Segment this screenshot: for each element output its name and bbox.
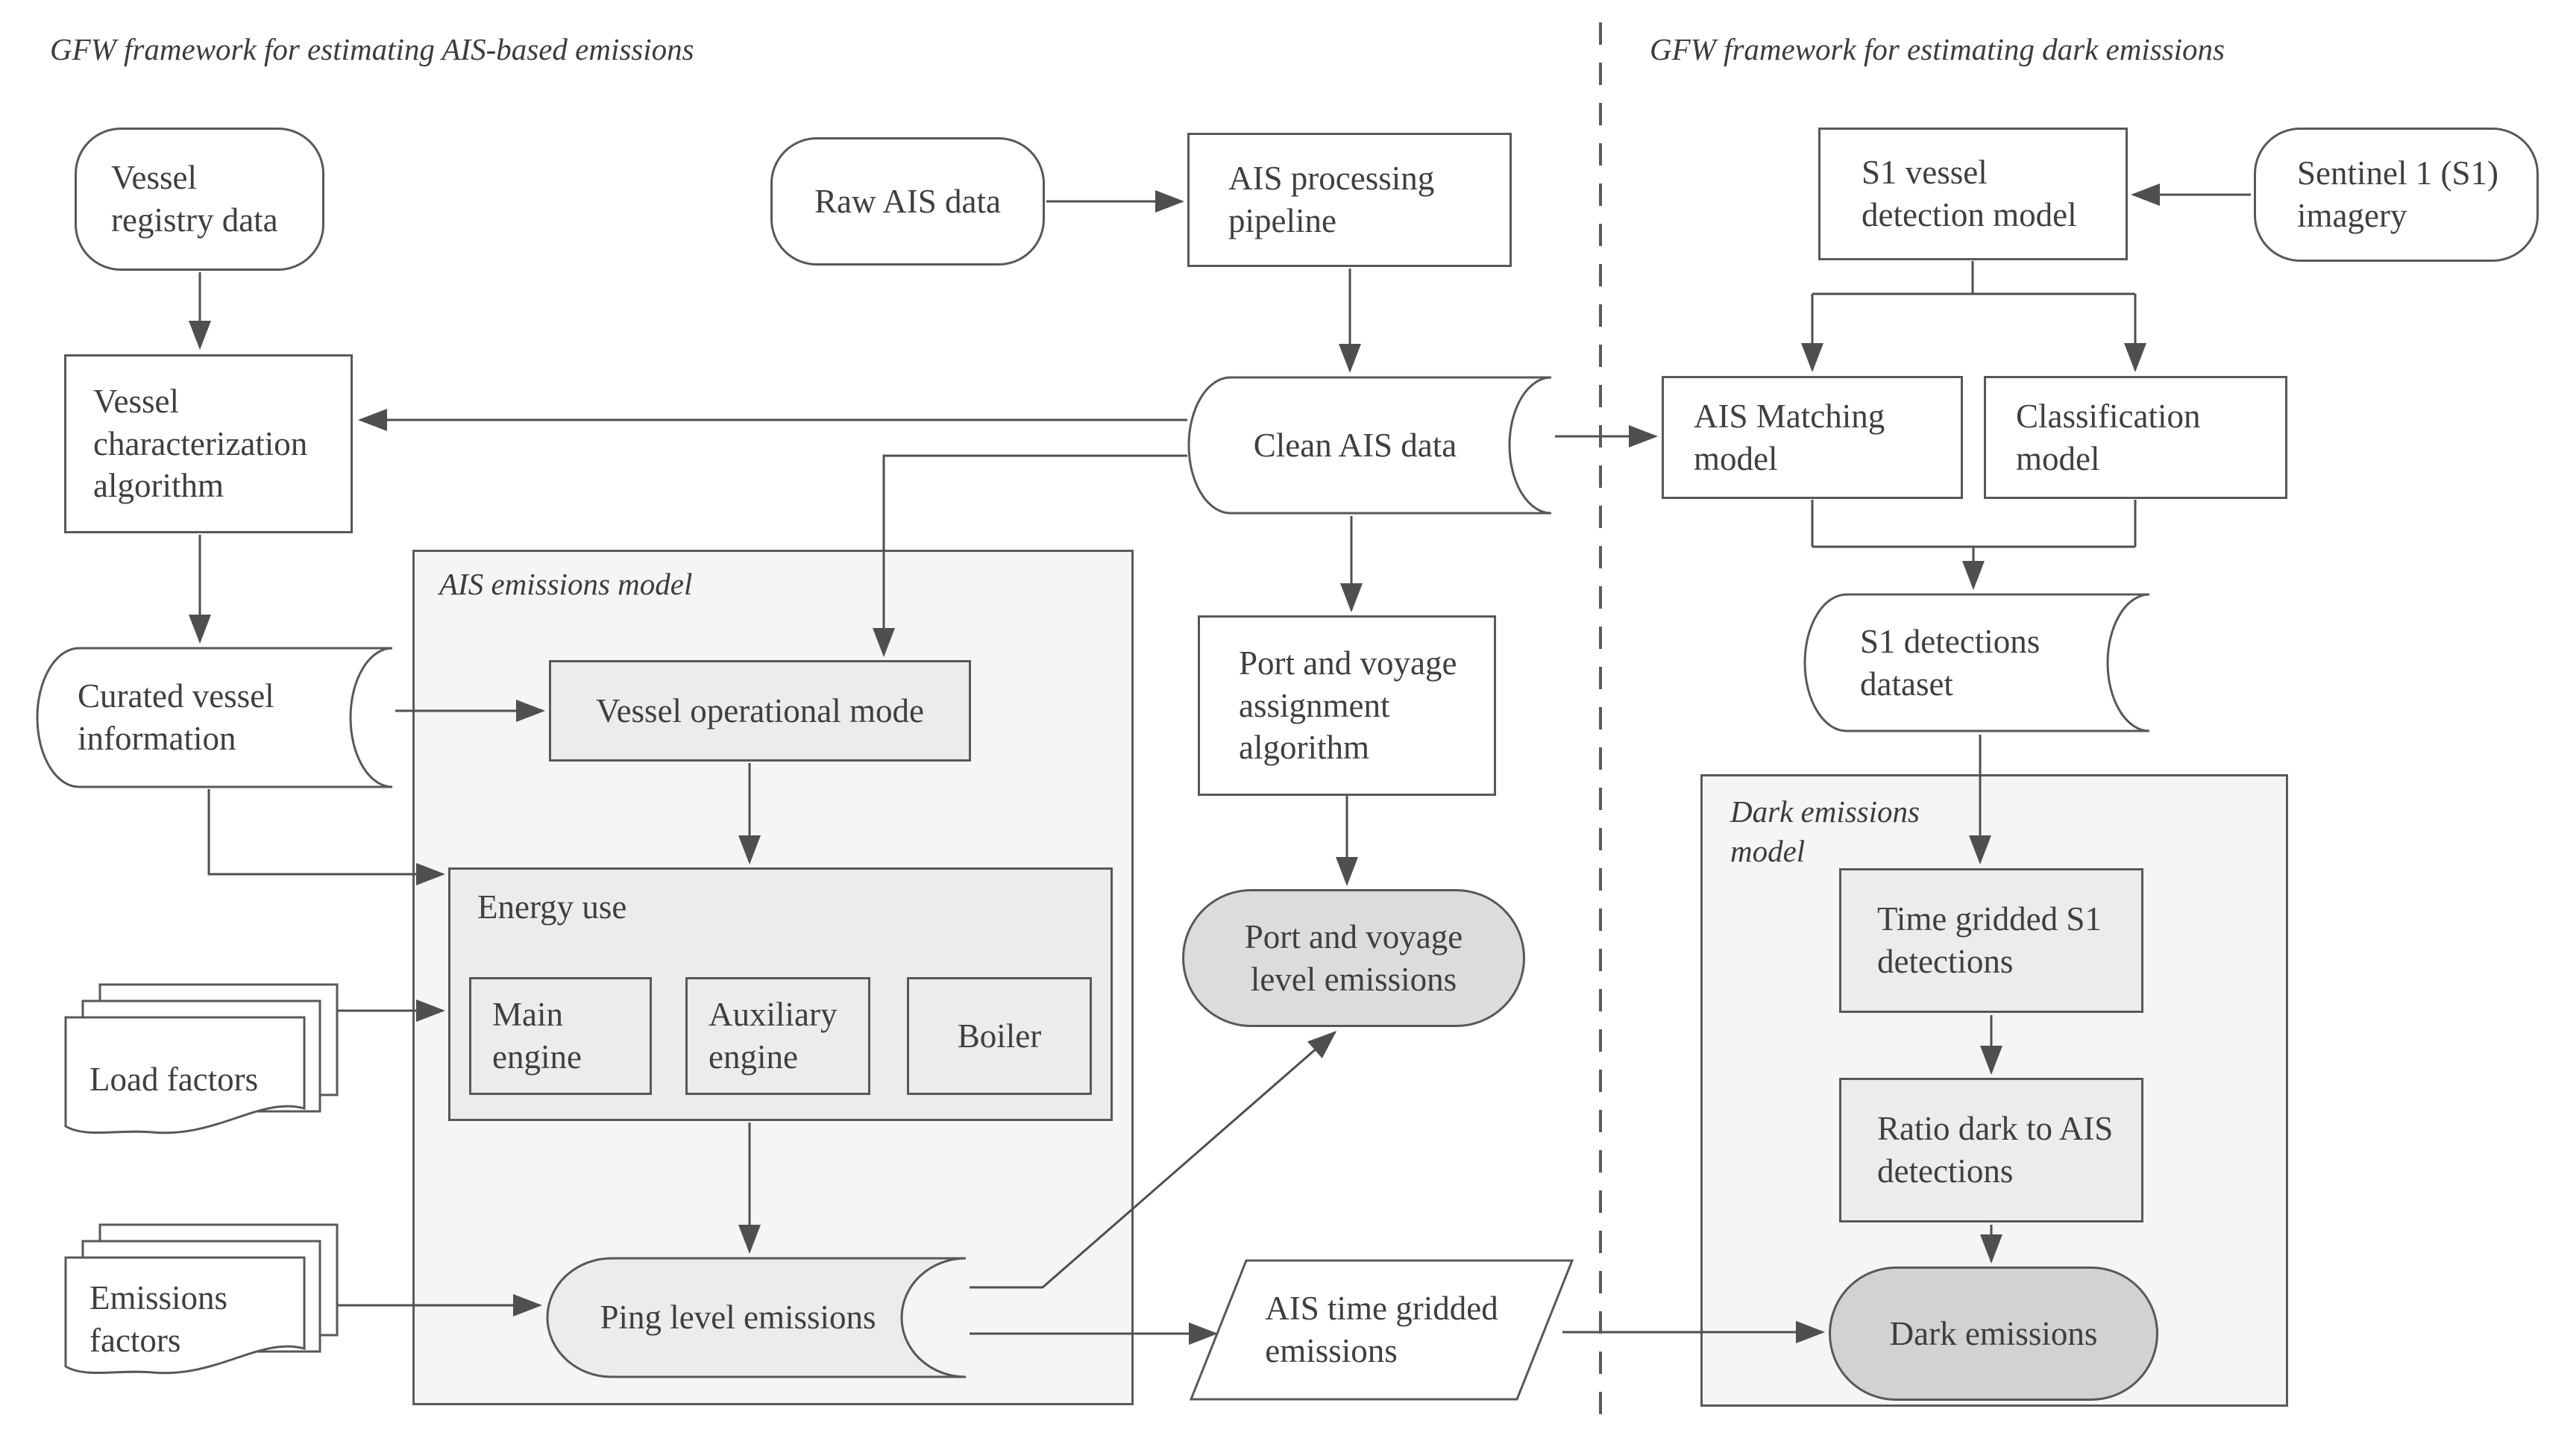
node-vessel-operational-mode: Vessel operational mode [549,660,971,762]
node-emissions-factors: Emissions factors [89,1279,228,1359]
node-vessel-characterization-algorithm: Vessel characterization algorithm [64,354,353,533]
node-ratio-dark-to-ais-detections: Ratio dark to AIS detections [1839,1078,2143,1222]
node-vessel-registry-data: Vessel registry data [75,128,324,271]
node-clean-ais-data: Clean AIS data [1253,426,1457,464]
node-ais-processing-pipeline: AIS processing pipeline [1187,133,1512,267]
shape-emissions-factors-documents [64,1223,339,1375]
node-ais-time-gridded-emissions: AIS time gridded emissions [1265,1290,1498,1369]
node-port-voyage-assignment-algorithm: Port and voyage assignment algorithm [1198,615,1496,796]
container-label-ais-emissions-model: AIS emissions model [439,567,693,601]
section-title-ais-framework: GFW framework for estimating AIS-based e… [50,32,694,66]
node-curated-vessel-information: Curated vessel information [78,677,274,757]
node-dark-emissions: Dark emissions [1829,1266,2158,1401]
node-sentinel-1-imagery: Sentinel 1 (S1) imagery [2254,128,2539,262]
shape-clean-ais-data [1187,376,1552,515]
node-ping-level-emissions: Ping level emissions [600,1299,876,1337]
shape-load-factors-documents [64,983,339,1134]
node-boiler: Boiler [907,977,1092,1095]
section-title-dark-framework: GFW framework for estimating dark emissi… [1650,32,2225,66]
node-s1-vessel-detection-model: S1 vessel detection model [1818,128,2128,260]
shape-curated-vessel-information [36,647,393,788]
node-main-engine: Main engine [469,977,652,1095]
arrow-curated-to-energy-use [207,789,445,885]
arrow-cleanais-to-operational-mode [873,454,1187,657]
node-raw-ais-data: Raw AIS data [770,137,1045,266]
node-classification-model: Classification model [1984,376,2287,499]
energy-use-label: Energy use [477,888,627,926]
node-load-factors: Load factors [89,1060,259,1098]
node-s1-detections-dataset: S1 detections dataset [1860,622,2041,703]
arrow-ping-to-portvoyage-emissions [970,1031,1337,1289]
shape-ais-time-gridded-emissions [1190,1259,1574,1401]
node-auxiliary-engine: Auxiliary engine [685,977,870,1095]
node-ais-matching-model: AIS Matching model [1662,376,1963,499]
node-time-gridded-s1-detections: Time gridded S1 detections [1839,868,2143,1013]
shape-s1-detections-dataset [1803,593,2150,732]
shape-ping-level-emissions [546,1257,967,1378]
node-port-voyage-level-emissions: Port and voyage level emissions [1182,889,1525,1027]
container-label-dark-emissions-model: Dark emissions model [1730,794,1920,869]
